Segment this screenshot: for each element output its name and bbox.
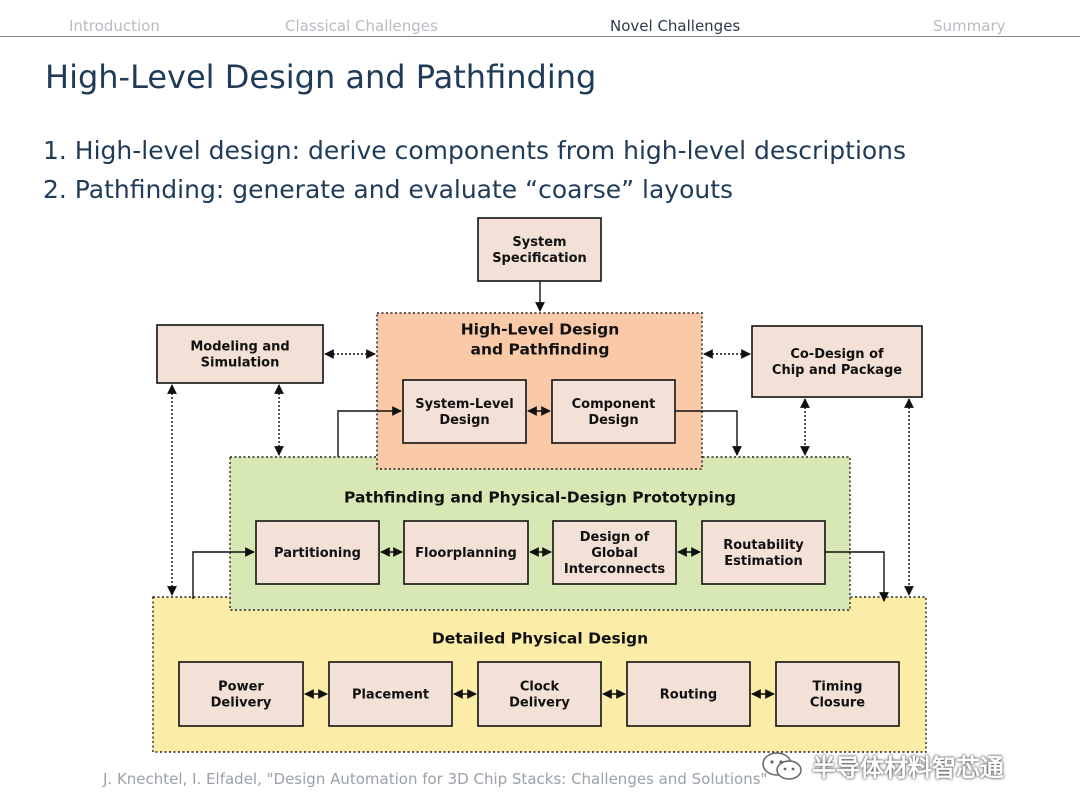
slide-navigation: Introduction Classical Challenges Novel … (0, 0, 1080, 37)
modeling-simulation-box (156, 324, 324, 384)
timing-closure-box (775, 661, 900, 727)
system-specification-box (477, 217, 602, 282)
placement-box (328, 661, 453, 727)
partitioning-box (255, 520, 380, 585)
pathfinding-to-system-level-arrow (337, 406, 402, 457)
routing-label: Routing (660, 688, 717, 703)
bullet-item: 1. High-level design: derive components … (43, 136, 907, 165)
nav-item-summary[interactable]: Summary (933, 17, 1006, 35)
power-delivery-box (178, 661, 304, 727)
global-interconnects-box (552, 520, 677, 585)
component-design-box (551, 379, 676, 444)
component-to-pathfinding-arrow (675, 410, 742, 456)
routing-box (626, 661, 751, 727)
slide-title: High-Level Design and Pathfinding (45, 58, 597, 96)
detailed-region-title: Detailed Physical Design (432, 629, 648, 647)
nav-item-introduction[interactable]: Introduction (69, 17, 160, 35)
bullet-item: 2. Pathfinding: generate and evaluate “c… (43, 175, 734, 204)
clock-delivery-box (477, 661, 602, 727)
solid-connectors (192, 281, 889, 699)
watermark: 半导体材料智芯通 (760, 748, 1004, 783)
detailed-to-partitioning-arrow (192, 547, 255, 599)
codesign-chip-package-box (751, 325, 923, 398)
wechat-icon (762, 751, 802, 780)
floorplanning-label: Floorplanning (415, 546, 517, 561)
floorplanning-box (403, 520, 529, 585)
nav-item-classical-challenges[interactable]: Classical Challenges (285, 17, 438, 35)
bullet-list: 1. High-level design: derive components … (43, 131, 906, 209)
routability-to-detailed-arrow (825, 551, 889, 602)
placement-label: Placement (352, 688, 429, 703)
citation-footer: J. Knechtel, I. Elfadel, "Design Automat… (103, 770, 768, 788)
watermark-text: 半导体材料智芯通 (812, 754, 1004, 782)
nav-item-novel-challenges[interactable]: Novel Challenges (610, 17, 741, 35)
partitioning-label: Partitioning (274, 546, 361, 561)
system-level-design-box (402, 379, 527, 444)
dotted-connectors (167, 349, 914, 596)
pathfinding-region-title: Pathfinding and Physical-Design Prototyp… (344, 488, 736, 506)
